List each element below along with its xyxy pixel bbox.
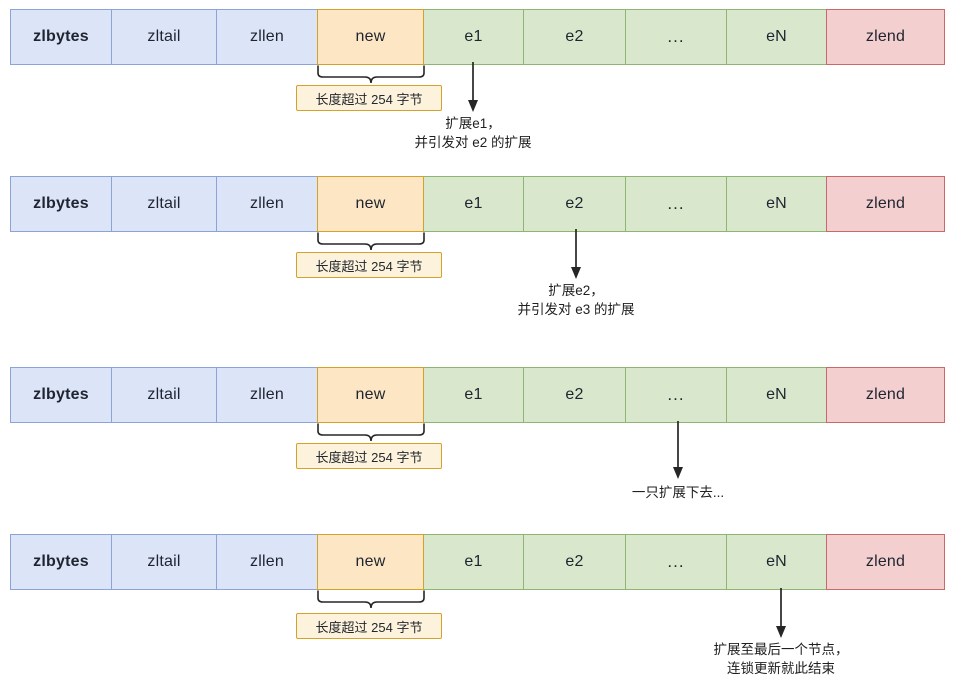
cell-zllen: zllen <box>216 367 318 423</box>
cell-zltail: zltail <box>111 367 217 423</box>
cell-eN: eN <box>726 176 827 232</box>
callout-length-2: 长度超过 254 字节 <box>296 252 442 278</box>
arrow-to-ellipsis <box>670 421 686 481</box>
cell-zllen: zllen <box>216 176 318 232</box>
cell-ellipsis: ... <box>625 367 727 423</box>
cell-zlbytes: zlbytes <box>10 367 112 423</box>
cell-zlbytes: zlbytes <box>10 9 112 65</box>
cell-new: new <box>317 176 424 232</box>
cell-new: new <box>317 367 424 423</box>
cell-eN: eN <box>726 367 827 423</box>
cell-zlend: zlend <box>826 534 945 590</box>
cell-e1: e1 <box>423 534 524 590</box>
ziplist-row-4: zlbytes zltail zllen new e1 e2 ... eN zl… <box>10 534 945 590</box>
ziplist-row-2: zlbytes zltail zllen new e1 e2 ... eN zl… <box>10 176 945 232</box>
cell-new: new <box>317 9 424 65</box>
note-row-3: 一只扩展下去... <box>632 483 724 502</box>
note-row-4-line-2: 连锁更新就此结束 <box>727 661 835 676</box>
cell-e2: e2 <box>523 367 626 423</box>
note-row-4: 扩展至最后一个节点， 连锁更新就此结束 <box>714 640 849 678</box>
callout-length-4: 长度超过 254 字节 <box>296 613 442 639</box>
note-row-4-line-1: 扩展至最后一个节点， <box>713 642 849 657</box>
arrow-to-e1 <box>465 62 481 114</box>
brace-new-1 <box>316 65 426 87</box>
callout-length-1: 长度超过 254 字节 <box>296 85 442 111</box>
note-row-2-line-1: 扩展e2， <box>548 283 604 298</box>
ziplist-row-3: zlbytes zltail zllen new e1 e2 ... eN zl… <box>10 367 945 423</box>
cell-zllen: zllen <box>216 534 318 590</box>
callout-length-3: 长度超过 254 字节 <box>296 443 442 469</box>
cell-e1: e1 <box>423 9 524 65</box>
cell-e2: e2 <box>523 176 626 232</box>
note-row-2-line-2: 并引发对 e3 的扩展 <box>517 302 635 317</box>
cell-e1: e1 <box>423 176 524 232</box>
cell-e2: e2 <box>523 9 626 65</box>
cell-zltail: zltail <box>111 534 217 590</box>
cell-ellipsis: ... <box>625 176 727 232</box>
cell-zlbytes: zlbytes <box>10 534 112 590</box>
note-row-1-line-2: 并引发对 e2 的扩展 <box>414 135 532 150</box>
note-row-2: 扩展e2， 并引发对 e3 的扩展 <box>517 281 634 319</box>
cell-zlbytes: zlbytes <box>10 176 112 232</box>
cell-e2: e2 <box>523 534 626 590</box>
cell-zltail: zltail <box>111 176 217 232</box>
cell-eN: eN <box>726 534 827 590</box>
ziplist-row-1: zlbytes zltail zllen new e1 e2 ... eN zl… <box>10 9 945 65</box>
note-row-3-line-1: 一只扩展下去... <box>631 485 725 500</box>
cell-e1: e1 <box>423 367 524 423</box>
brace-new-2 <box>316 232 426 254</box>
cell-new: new <box>317 534 424 590</box>
cell-zllen: zllen <box>216 9 318 65</box>
cell-ellipsis: ... <box>625 534 727 590</box>
arrow-to-e2 <box>568 229 584 281</box>
brace-new-3 <box>316 423 426 445</box>
cell-zlend: zlend <box>826 176 945 232</box>
brace-new-4 <box>316 590 426 612</box>
cell-zlend: zlend <box>826 367 945 423</box>
note-row-1-line-1: 扩展e1， <box>445 116 501 131</box>
arrow-to-eN <box>773 588 789 640</box>
cell-zlend: zlend <box>826 9 945 65</box>
cell-zltail: zltail <box>111 9 217 65</box>
note-row-1: 扩展e1， 并引发对 e2 的扩展 <box>414 114 531 152</box>
cell-eN: eN <box>726 9 827 65</box>
cell-ellipsis: ... <box>625 9 727 65</box>
